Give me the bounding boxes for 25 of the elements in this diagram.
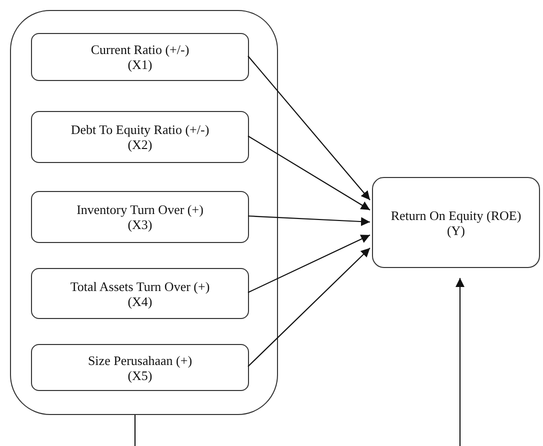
- variable-box: [31, 344, 249, 391]
- box-label: Inventory Turn Over (+): [76, 202, 204, 217]
- arrow: [248, 136, 370, 210]
- box-label: (X1): [128, 57, 152, 72]
- box-label: Return On Equity (ROE): [390, 208, 522, 222]
- box-label: Size Perusahaan (+): [88, 352, 192, 368]
- arrow: [248, 248, 370, 367]
- box-label: (X2): [128, 137, 152, 152]
- variable-box: [31, 33, 249, 81]
- box-label: (X4): [128, 294, 152, 308]
- arrow: [248, 215, 370, 226]
- box-label: (X3): [128, 217, 152, 232]
- variable-box: [372, 177, 540, 268]
- variable-box: [31, 191, 249, 243]
- variable-box: [31, 111, 249, 163]
- group-box: [10, 10, 278, 415]
- arrow: [456, 278, 464, 446]
- box-label: Total Assets Turn Over (+): [70, 278, 210, 294]
- arrow: [248, 56, 370, 200]
- variable-box: [31, 268, 249, 319]
- arrow: [248, 234, 370, 293]
- box-label: (Y): [446, 222, 466, 238]
- box-label: Current Ratio (+/-): [90, 42, 190, 57]
- box-label: (X5): [128, 368, 152, 382]
- box-label: Debt To Equity Ratio (+/-): [70, 122, 210, 137]
